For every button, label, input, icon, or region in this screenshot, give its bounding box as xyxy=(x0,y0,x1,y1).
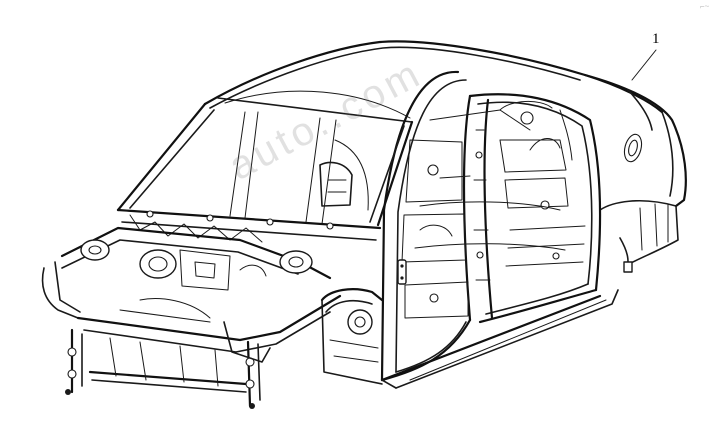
front-door-opening xyxy=(380,70,472,382)
front-wheelhouse xyxy=(320,288,384,385)
roof-panel xyxy=(203,40,664,123)
front-strut-towers xyxy=(41,226,332,319)
floor-crossmembers xyxy=(414,101,566,251)
cowl-panel xyxy=(116,139,382,243)
part-callout-number: 1 xyxy=(652,31,660,47)
rear-quarter-panel xyxy=(583,73,687,273)
callout-leader xyxy=(631,49,657,81)
rocker-sill xyxy=(380,289,619,389)
corner-mark: ⌐~ xyxy=(700,2,710,11)
rear-door-opening xyxy=(468,93,602,324)
radiator-support xyxy=(65,294,342,409)
windshield-frame xyxy=(116,102,414,227)
